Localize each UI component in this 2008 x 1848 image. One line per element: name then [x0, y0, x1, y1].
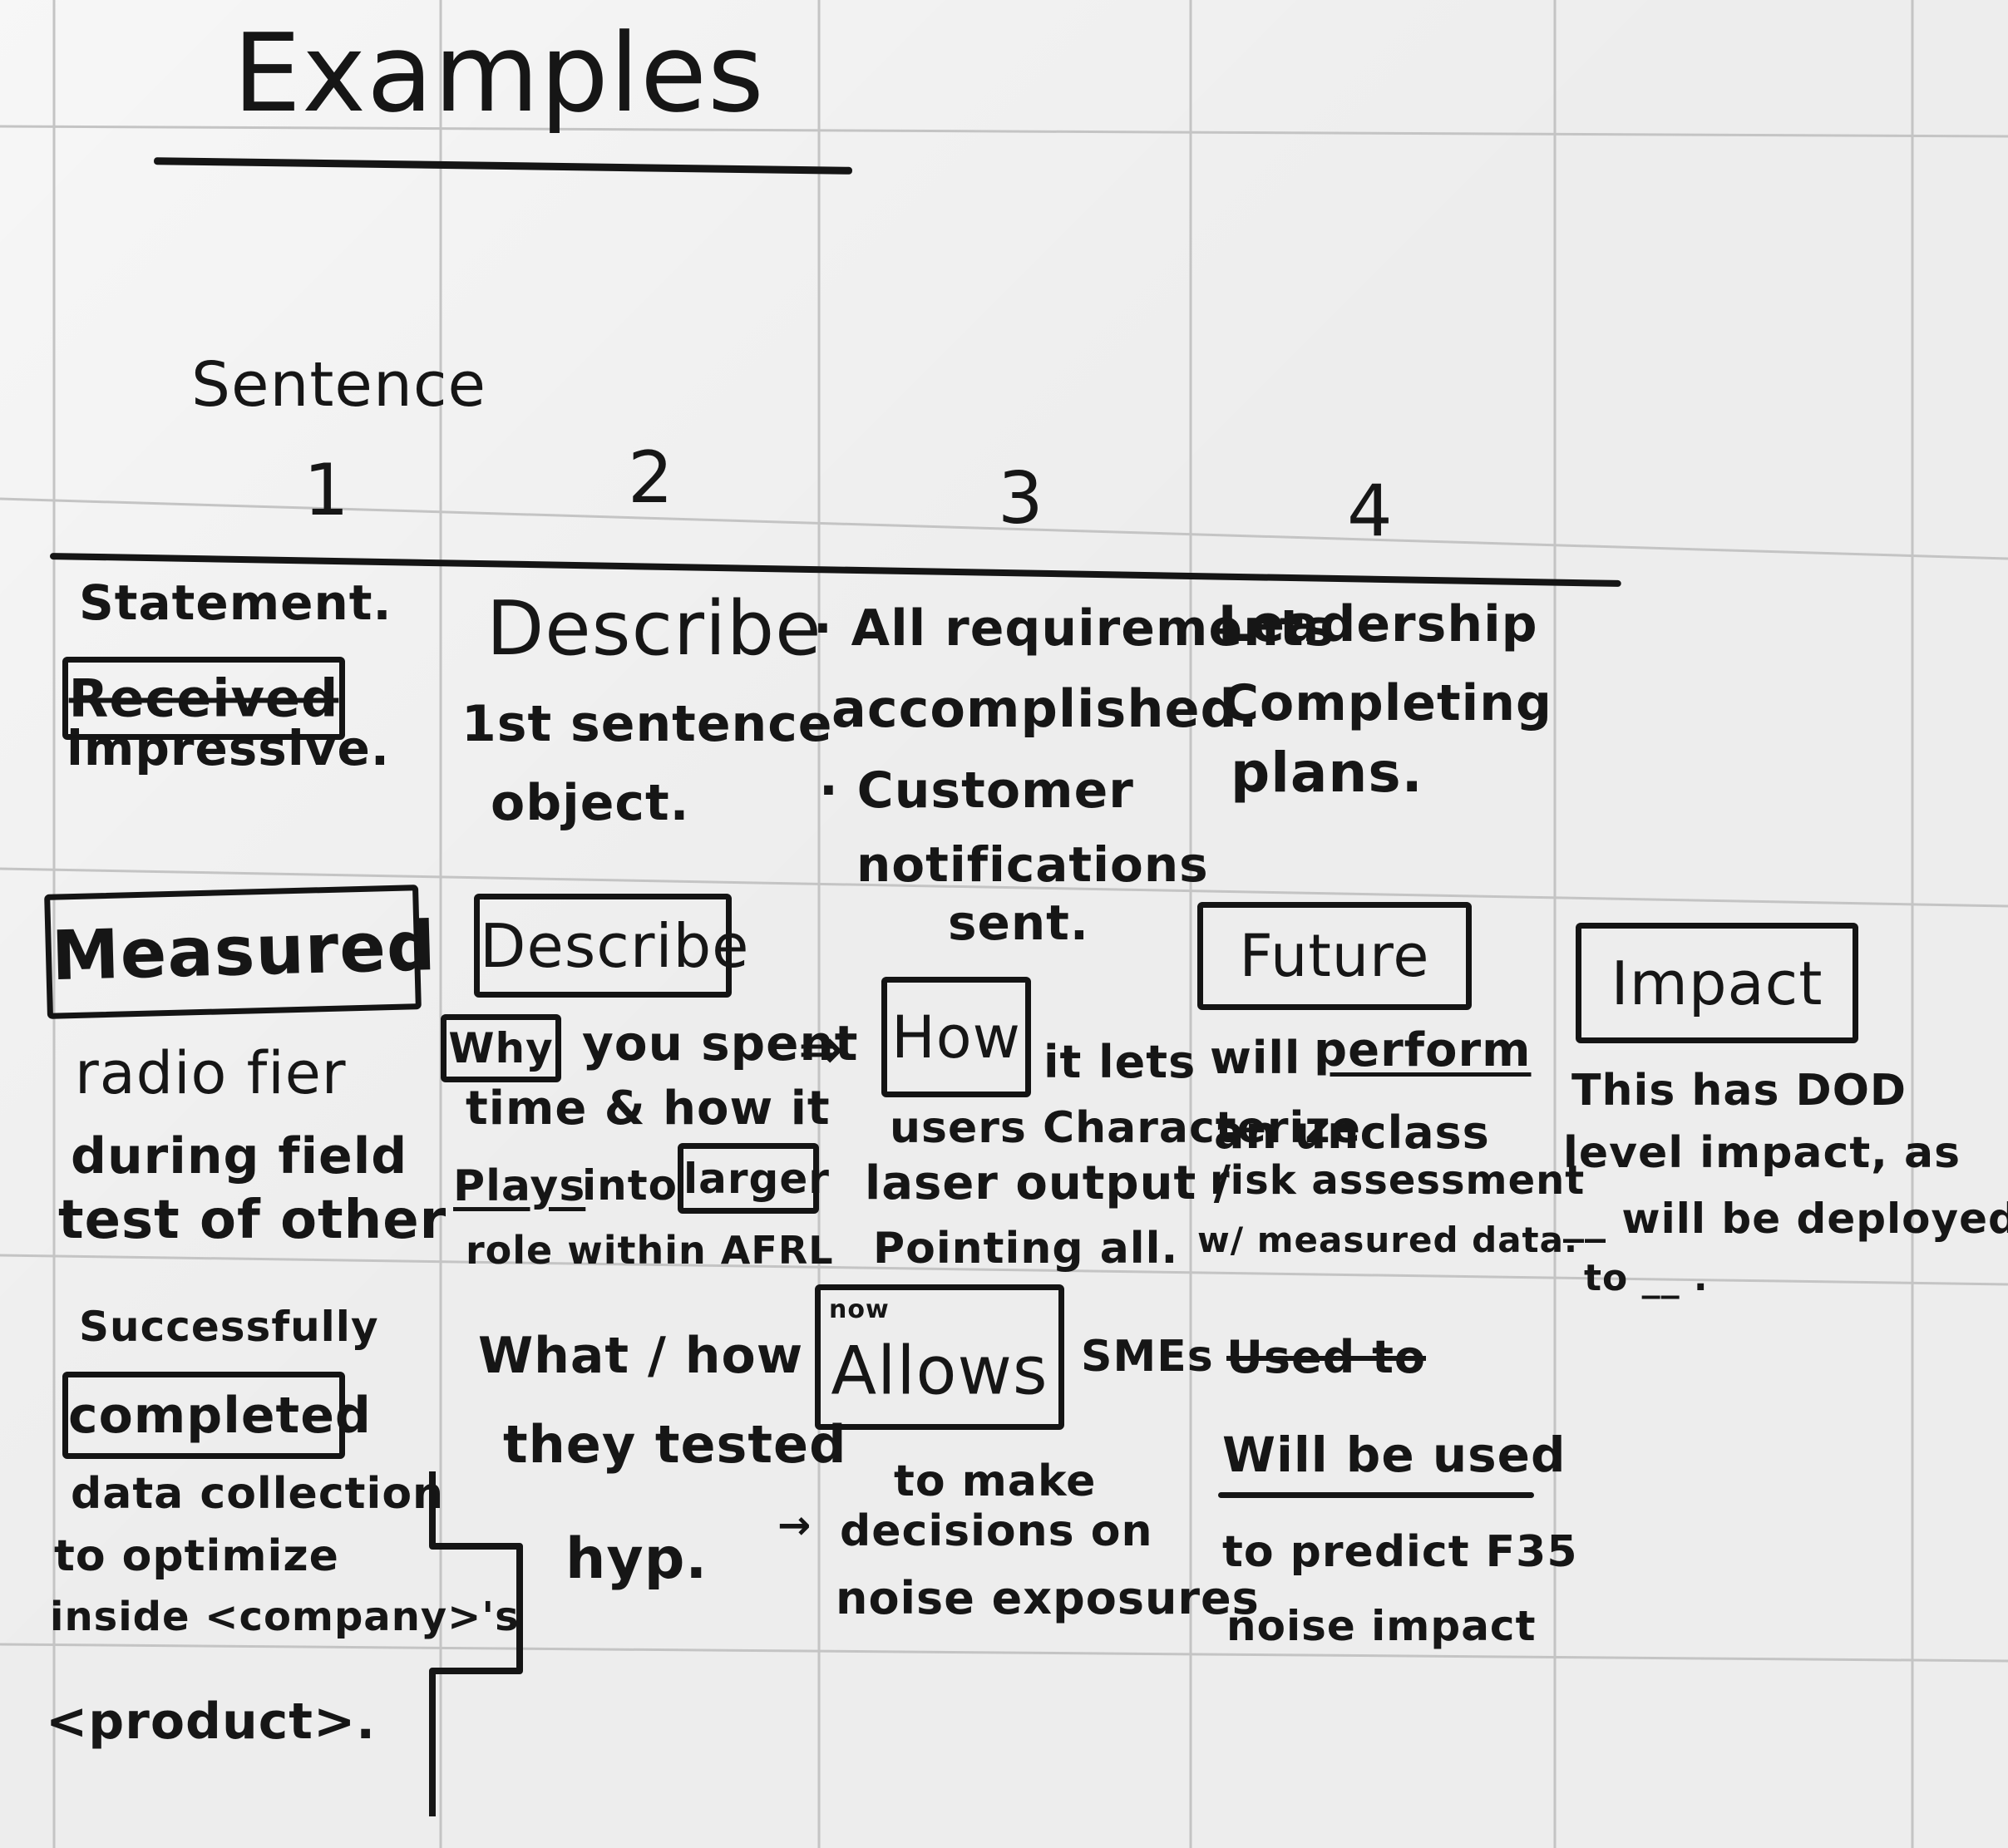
r2c4-line2: an unclass — [1214, 1106, 1490, 1159]
column-number-4: 4 — [1347, 470, 1394, 553]
r1c4-line2: Completing — [1222, 674, 1552, 732]
r3c3-boxed-allows: now Allows — [815, 1284, 1064, 1430]
r1c3-line5: sent. — [948, 894, 1089, 951]
r1c1-boxed-received: Received — [62, 657, 345, 740]
r3c4-struck: Used to — [1226, 1331, 1426, 1383]
r2c1-line3: test of other — [58, 1190, 447, 1251]
column-number-1: 1 — [303, 449, 350, 532]
r2c2-boxed-why: Why — [441, 1014, 561, 1082]
r1c4-line3: plans. — [1231, 741, 1423, 805]
r3c4-willbe: Will be used — [1222, 1427, 1566, 1483]
r3c1-line5: <product>. — [46, 1693, 377, 1751]
r2c3-line4: Pointing all. — [873, 1224, 1179, 1274]
r1c1-line1: Statement. — [79, 574, 392, 631]
r3c4-line1: to predict F35 — [1222, 1527, 1578, 1577]
r1c3-line4: notifications — [856, 836, 1209, 893]
r3c1-line4: inside <company>'s — [50, 1594, 520, 1640]
r3c1-line1: Successfully — [79, 1303, 379, 1351]
r2c5-line3: __ will be deployed — [1563, 1195, 2008, 1243]
r1c3-line2: accomplished. — [831, 678, 1259, 739]
r1c4-line1: Leadership — [1218, 595, 1538, 653]
r3c1-line2: data collection — [71, 1469, 445, 1519]
r2c2-line2: time & how it — [466, 1082, 831, 1136]
r2c2-arrow: ⇒ — [798, 1019, 844, 1081]
r3c1-line3: to optimize — [54, 1531, 339, 1581]
r2c4-header-future: Future — [1197, 902, 1472, 1010]
r2c2-line1: you spent — [582, 1015, 859, 1072]
r2c3-boxed-how: How — [881, 977, 1031, 1097]
r3c3-line2: decisions on — [840, 1506, 1153, 1556]
r2c3-line2: users Characterize — [890, 1103, 1361, 1153]
r2c3-line1: it lets — [1043, 1036, 1196, 1088]
r2c5-line4: to __ . — [1584, 1257, 1709, 1299]
r2c5-header-impact: Impact — [1576, 923, 1858, 1043]
sentence-label: Sentence — [191, 349, 487, 421]
r2c3-line3: laser output / — [865, 1156, 1232, 1210]
r2c2-line4: role within AFRL — [466, 1228, 834, 1273]
r2c5-line2: level impact, as — [1563, 1128, 1961, 1178]
r2c4-line1a: will — [1210, 1032, 1301, 1084]
r3c4-line2: noise impact — [1226, 1602, 1537, 1650]
r2c1-line1: radio fier — [75, 1039, 347, 1107]
r3c2-line3: hyp. — [565, 1526, 708, 1592]
r3c2-line2: they tested — [503, 1414, 847, 1475]
r3c4-underline — [1218, 1492, 1534, 1498]
r3c2-line1: What / how — [478, 1327, 804, 1385]
r3c3-arrow: → — [777, 1502, 812, 1549]
r2c4-line4: w/ measured data. — [1197, 1220, 1578, 1260]
r1c2-line2: 1st sentence — [461, 695, 833, 753]
r2c4-line3: risk assessment — [1210, 1157, 1586, 1204]
r1c1-line3: impressive. — [67, 720, 390, 776]
r1c3-line3: · Customer — [819, 761, 1134, 820]
r3c3-line1: to make — [894, 1456, 1097, 1506]
column-number-3: 3 — [998, 457, 1044, 540]
r1c2-line1: Describe — [486, 585, 822, 673]
r3c1-boxed-completed: completed — [62, 1372, 371, 1459]
r2c2-header-describe: Describe — [474, 894, 748, 998]
r3c3-smes: SMEs — [1081, 1332, 1214, 1382]
page-title: Examples — [233, 10, 765, 136]
r2c5-line1: This has DOD — [1571, 1066, 1907, 1116]
r2c4-line1b: perform — [1314, 1023, 1532, 1077]
r1c2-line3: object. — [491, 774, 690, 832]
r2c2-boxed-larger: larger — [678, 1143, 829, 1214]
r1c3-line1: · All requirements — [813, 599, 1335, 658]
r2c1-line2: during field — [71, 1127, 408, 1185]
column-number-2: 2 — [628, 436, 674, 520]
r2c2-into: into — [582, 1161, 678, 1210]
r3c3-line3: noise exposures — [836, 1572, 1260, 1624]
r2c2-plays: Plays — [453, 1161, 586, 1211]
